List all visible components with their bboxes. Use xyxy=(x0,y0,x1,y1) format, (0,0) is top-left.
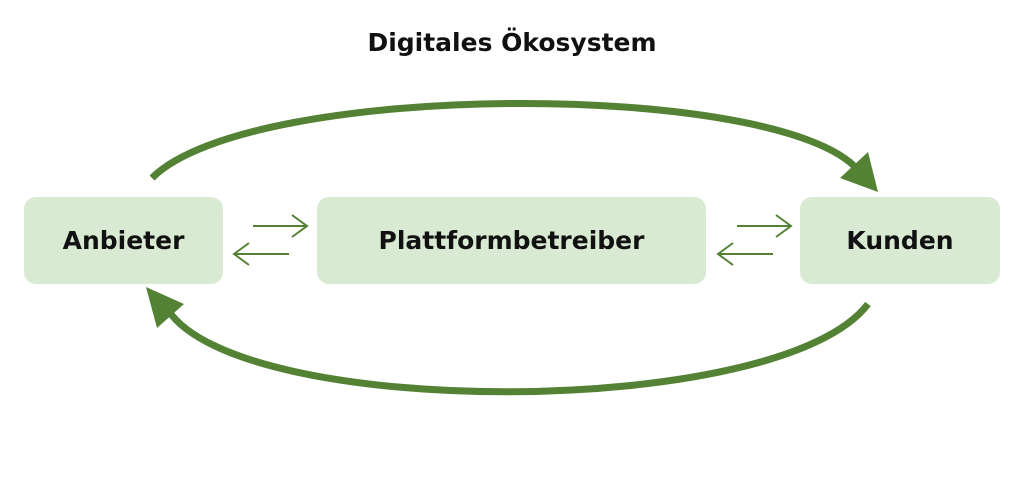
top-cycle-arrow xyxy=(149,99,861,181)
right-exchange-arrows xyxy=(716,214,793,266)
node-platform: Plattformbetreiber xyxy=(317,197,706,284)
left-exchange-arrows xyxy=(232,214,309,266)
diagram-title: Digitales Ökosystem xyxy=(367,28,657,57)
top-arrowhead xyxy=(840,152,878,192)
node-customers: Kunden xyxy=(800,197,1000,284)
bottom-arrowhead xyxy=(146,287,184,328)
bottom-cycle-arrow xyxy=(165,301,871,396)
node-provider: Anbieter xyxy=(24,197,223,284)
